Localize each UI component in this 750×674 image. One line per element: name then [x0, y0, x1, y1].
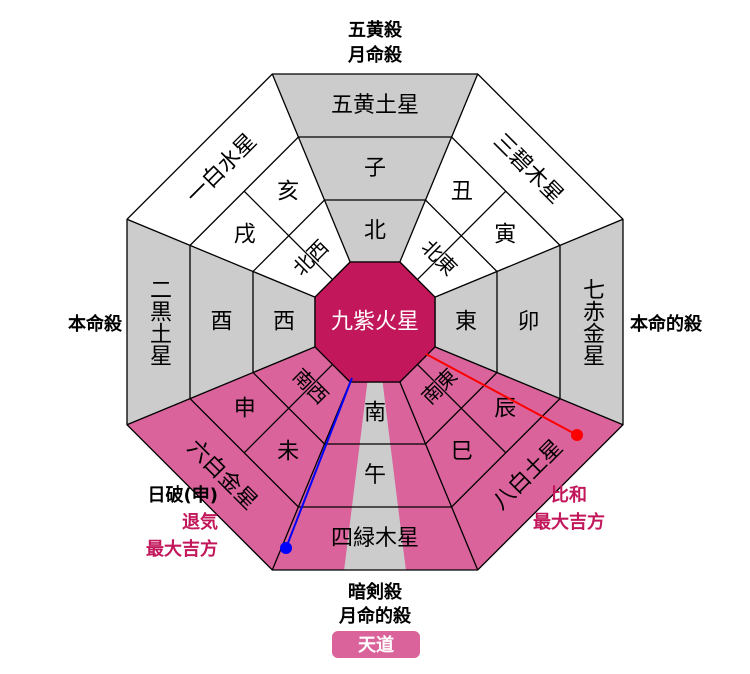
fill-gray-w [127, 219, 315, 425]
sw-title: 日破(申) [148, 484, 218, 506]
zodiac-mao: 卯 [517, 310, 539, 335]
se-note-2: 最大吉方 [533, 511, 605, 533]
dir-s: 北 [364, 219, 386, 244]
label-right: 本命的殺 [630, 313, 703, 335]
dir-n: 南 [364, 401, 386, 426]
fill-gray-s [272, 74, 478, 262]
label-top-line2: 月命殺 [347, 44, 403, 66]
label-top-line1: 五黄殺 [348, 19, 403, 41]
label-bottom-line2: 月命的殺 [338, 605, 412, 627]
fill-pink-n-left [382, 382, 478, 570]
dir-e: 東 [455, 310, 477, 335]
divider-se [416, 363, 507, 454]
center-star: 九紫火星 [331, 310, 419, 335]
spoke-5 [271, 381, 351, 571]
star-s: 五黄土星 [331, 93, 419, 118]
zodiac-chen: 辰 [494, 396, 516, 421]
spoke-7 [126, 218, 316, 298]
zodiac-yin: 寅 [494, 223, 516, 248]
spoke-1 [399, 73, 479, 263]
zodiac-zi: 子 [364, 156, 386, 181]
star-w: 二黒土星 [146, 278, 171, 366]
spoke-0 [271, 73, 351, 263]
tendo-badge [332, 631, 420, 658]
zodiac-xu: 戌 [234, 223, 256, 248]
red-indicator-line [425, 353, 578, 436]
zodiac-wei: 未 [277, 440, 299, 465]
zodiac-hai: 亥 [277, 179, 299, 204]
divider-nw [243, 190, 334, 281]
blue-indicator-line [285, 377, 353, 549]
divider-ne [416, 190, 507, 281]
red-indicator-dot [571, 429, 583, 441]
label-bottom-line1: 暗剣殺 [348, 581, 403, 603]
fill-gray-e [435, 219, 623, 425]
zodiac-shen: 申 [234, 396, 256, 421]
star-e: 七赤金星 [579, 278, 605, 366]
zodiac-wu: 午 [364, 463, 386, 488]
se-note-1: 比和 [551, 485, 587, 506]
blue-indicator-dot [280, 542, 292, 554]
star-n: 四緑木星 [331, 526, 419, 551]
divider-sw [243, 363, 334, 454]
spoke-2 [434, 218, 624, 298]
zodiac-chou: 丑 [451, 179, 473, 204]
spoke-6 [126, 346, 316, 426]
zodiac-si: 巳 [451, 440, 473, 465]
sw-note-1: 退気 [182, 511, 218, 533]
fill-gray-n-mid [344, 382, 406, 570]
spoke-3 [434, 346, 624, 426]
sw-note-2: 最大吉方 [146, 538, 218, 560]
tendo-badge-text: 天道 [358, 634, 394, 656]
spoke-4 [399, 381, 479, 571]
center-octagon [314, 261, 436, 383]
zodiac-you: 酉 [210, 310, 232, 335]
dir-w: 西 [273, 310, 295, 335]
label-left: 本命殺 [68, 313, 123, 335]
